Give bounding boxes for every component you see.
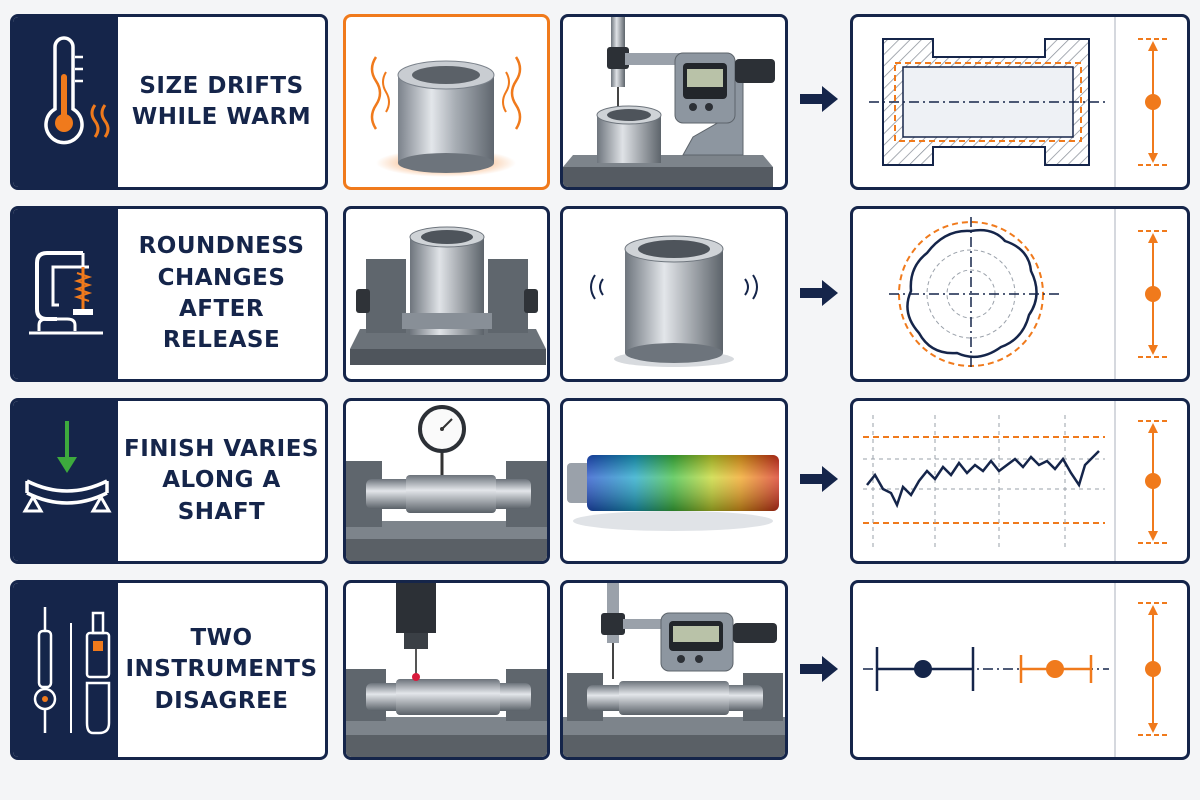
- row-2-label-line-1: ROUNDNESS: [138, 233, 305, 260]
- row-2-label-line-3: RELEASE: [162, 327, 281, 354]
- row-4-label-line-3: DISAGREE: [154, 687, 289, 714]
- warm-bushing-image: [343, 14, 550, 190]
- row-3-label-card: FINISH VARIES ALONG A SHAFT: [10, 398, 328, 564]
- height-gauge-bushing-image: [560, 14, 788, 190]
- row-4-label: TWO INSTRUMENTS DISAGREE: [118, 583, 325, 757]
- roundness-plot: [850, 206, 1190, 382]
- row-1-label: SIZE DRIFTS WHILE WARM: [118, 17, 325, 187]
- row-3-label: FINISH VARIES ALONG A SHAFT: [118, 401, 325, 561]
- bending-beam-icon: [13, 401, 118, 561]
- row-2-label-card: ROUNDNESS CHANGES AFTER RELEASE: [10, 206, 328, 382]
- row-2-label: ROUNDNESS CHANGES AFTER RELEASE: [118, 209, 325, 379]
- row-4-label-line-1: TWO: [190, 625, 253, 652]
- row-1-label-line-2: WHILE WARM: [131, 104, 312, 130]
- row-1-label-line-1: SIZE DRIFTS: [139, 72, 304, 99]
- surface-profile-trace: [850, 398, 1190, 564]
- row-4-label-line-2: INSTRUMENTS: [125, 656, 318, 683]
- clamp-icon: [13, 209, 118, 379]
- row-2-arrow-icon: [800, 280, 838, 306]
- row-2-label-line-2: CHANGES AFTER: [157, 264, 286, 322]
- row-3-arrow-icon: [800, 466, 838, 492]
- shaft-dial-indicator-image: [343, 398, 550, 564]
- instrument-comparison-plot: [850, 580, 1190, 760]
- row-3-label-line-2: ALONG A SHAFT: [162, 467, 281, 525]
- shaft-height-gauge-image: [560, 580, 788, 760]
- row-1-arrow-icon: [800, 86, 838, 112]
- instruments-icon: [13, 583, 118, 757]
- clamped-bushing-fixture-image: [343, 206, 550, 382]
- released-bushing-image: [560, 206, 788, 382]
- shaft-probe-image: [343, 580, 550, 760]
- row-1-label-card: SIZE DRIFTS WHILE WARM: [10, 14, 328, 190]
- row-3-label-line-1: FINISH VARIES: [124, 436, 319, 463]
- row-4-arrow-icon: [800, 656, 838, 682]
- bushing-section-drawing: [850, 14, 1190, 190]
- thermometer-icon: [13, 17, 118, 187]
- shaft-finish-colormap-image: [560, 398, 788, 564]
- row-4-label-card: TWO INSTRUMENTS DISAGREE: [10, 580, 328, 760]
